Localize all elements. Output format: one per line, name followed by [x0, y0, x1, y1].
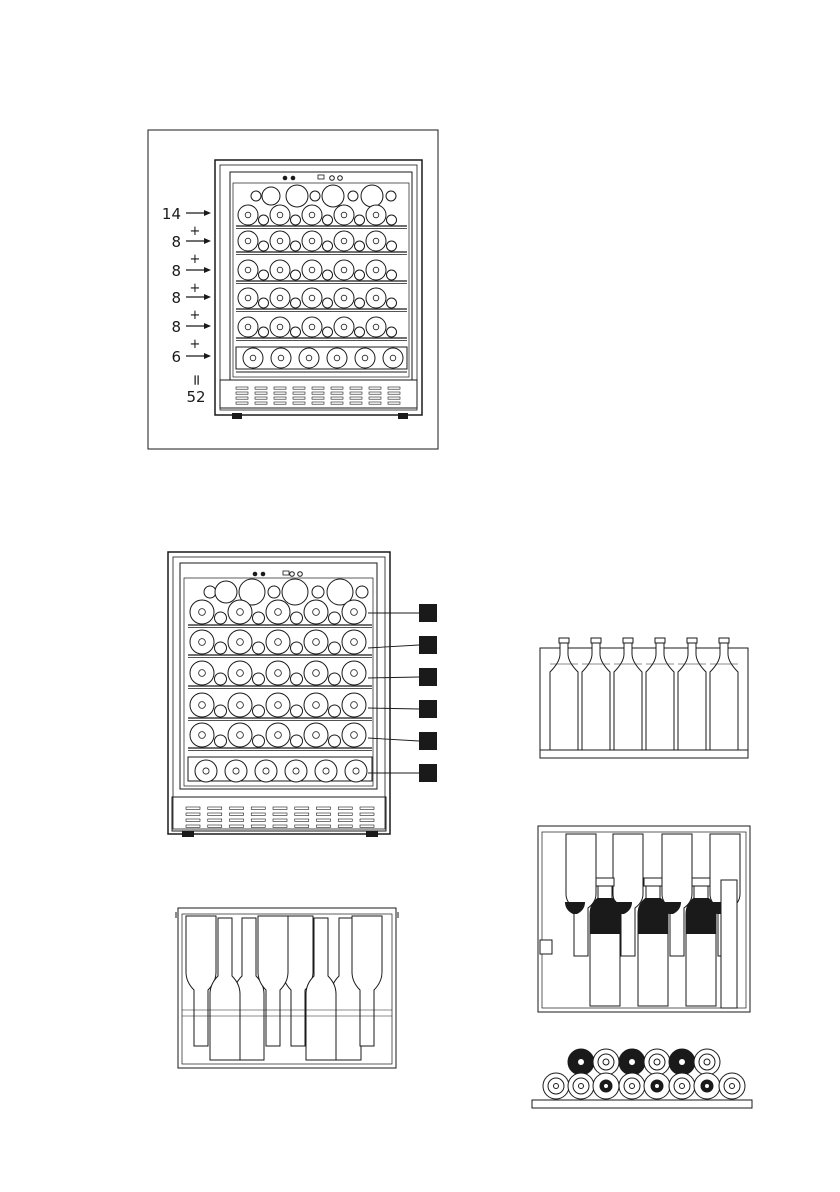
shelf-count-2: 8 [171, 233, 181, 251]
standing-bottle [614, 638, 642, 750]
shelf-count-6: 6 [171, 348, 181, 366]
shelf-base [532, 1100, 752, 1108]
cooler-front-view-1 [215, 160, 422, 419]
standing-bottle [582, 638, 610, 750]
bottle-row-4 [236, 288, 407, 312]
shelf-markers [368, 604, 437, 782]
plus-sign: + [190, 337, 201, 352]
leader-line [368, 738, 419, 741]
ventilation-grille [172, 797, 386, 831]
bottle-row-top-upper [204, 579, 368, 605]
shelf-marker-6 [419, 764, 437, 782]
temp-up-icon [330, 176, 335, 181]
stacked-bottles-top-figure [538, 826, 750, 1012]
shelf-marker-1 [419, 604, 437, 622]
capacity-figure: 14 +8 +8 +8 +8 +6 =52 [148, 130, 438, 449]
power-button-icon [283, 176, 288, 181]
bottle-row-2 [188, 630, 372, 658]
light-button-icon [261, 572, 266, 577]
bottle-end-upper [619, 1049, 645, 1075]
shelf-count-4: 8 [171, 289, 181, 307]
power-button-icon [253, 572, 258, 577]
shelf-marker-3 [419, 668, 437, 686]
leader-line [368, 645, 419, 648]
foot-right [398, 413, 408, 419]
bottle-row-6 [236, 347, 407, 372]
equals-sign: = [188, 374, 206, 387]
shelf-marker-2 [419, 636, 437, 654]
temp-down-icon [338, 176, 343, 181]
foot-left [182, 831, 194, 837]
bottle-end-lower [644, 1073, 670, 1099]
bottle-row-3 [236, 260, 407, 284]
bottle-row-1 [188, 600, 372, 628]
bottle-end-lower [669, 1073, 695, 1099]
bottle-end-upper [593, 1049, 619, 1075]
bottle-end-upper [644, 1049, 670, 1075]
standing-bottle [678, 638, 706, 750]
control-panel [253, 571, 303, 576]
bottle-row-5 [188, 723, 372, 751]
standing-bottle [550, 638, 578, 750]
bottle-row-4 [188, 693, 372, 721]
bottle-end-lower [593, 1073, 619, 1099]
plus-sign: + [190, 281, 201, 296]
plus-sign: + [190, 252, 201, 267]
control-panel [283, 175, 343, 180]
bottle-rows [236, 185, 407, 372]
plus-sign: + [190, 224, 201, 239]
bottle-end-upper [568, 1049, 594, 1075]
bottle-end-lower [694, 1073, 720, 1099]
light-button-icon [291, 176, 296, 181]
alternating-bottles-top-figure [176, 908, 398, 1068]
bottle-row-top-upper [251, 185, 396, 207]
shelf-count-1: 14 [162, 205, 181, 223]
bottle-row-1 [236, 205, 407, 229]
capacity-labels: 14 +8 +8 +8 +8 +6 =52 [162, 205, 211, 406]
display-icon [318, 175, 324, 179]
temp-up-icon [290, 572, 295, 577]
temp-down-icon [298, 572, 303, 577]
bottle-end-upper [694, 1049, 720, 1075]
stacked-bottles-front-figure [532, 1049, 752, 1108]
bottle-rows [188, 579, 372, 782]
standing-bottles-figure [540, 638, 748, 758]
bottle-end-lower [619, 1073, 645, 1099]
display-icon [283, 571, 289, 575]
shelf-marker-5 [419, 732, 437, 750]
foot-left [232, 413, 242, 419]
bottle-row-2 [236, 231, 407, 255]
foot-right [366, 831, 378, 837]
shelf-count-5: 8 [171, 318, 181, 336]
bottle-end-lower [543, 1073, 569, 1099]
bottle-row-5 [236, 317, 407, 341]
ventilation-grille [220, 380, 417, 408]
bottle-row-3 [188, 661, 372, 689]
leader-line [368, 677, 419, 678]
shelf-count-3: 8 [171, 262, 181, 280]
standing-bottle [710, 638, 738, 750]
bottle-row-6 [188, 757, 372, 782]
shelf-marker-4 [419, 700, 437, 718]
bottle-end-upper [669, 1049, 695, 1075]
shelf-position-figure [168, 552, 437, 837]
standing-bottle [646, 638, 674, 750]
bottle-end-lower [719, 1073, 745, 1099]
capacity-total: 52 [186, 388, 205, 406]
plus-sign: + [190, 308, 201, 323]
leader-line [368, 708, 419, 709]
bottle-end-lower [568, 1073, 594, 1099]
